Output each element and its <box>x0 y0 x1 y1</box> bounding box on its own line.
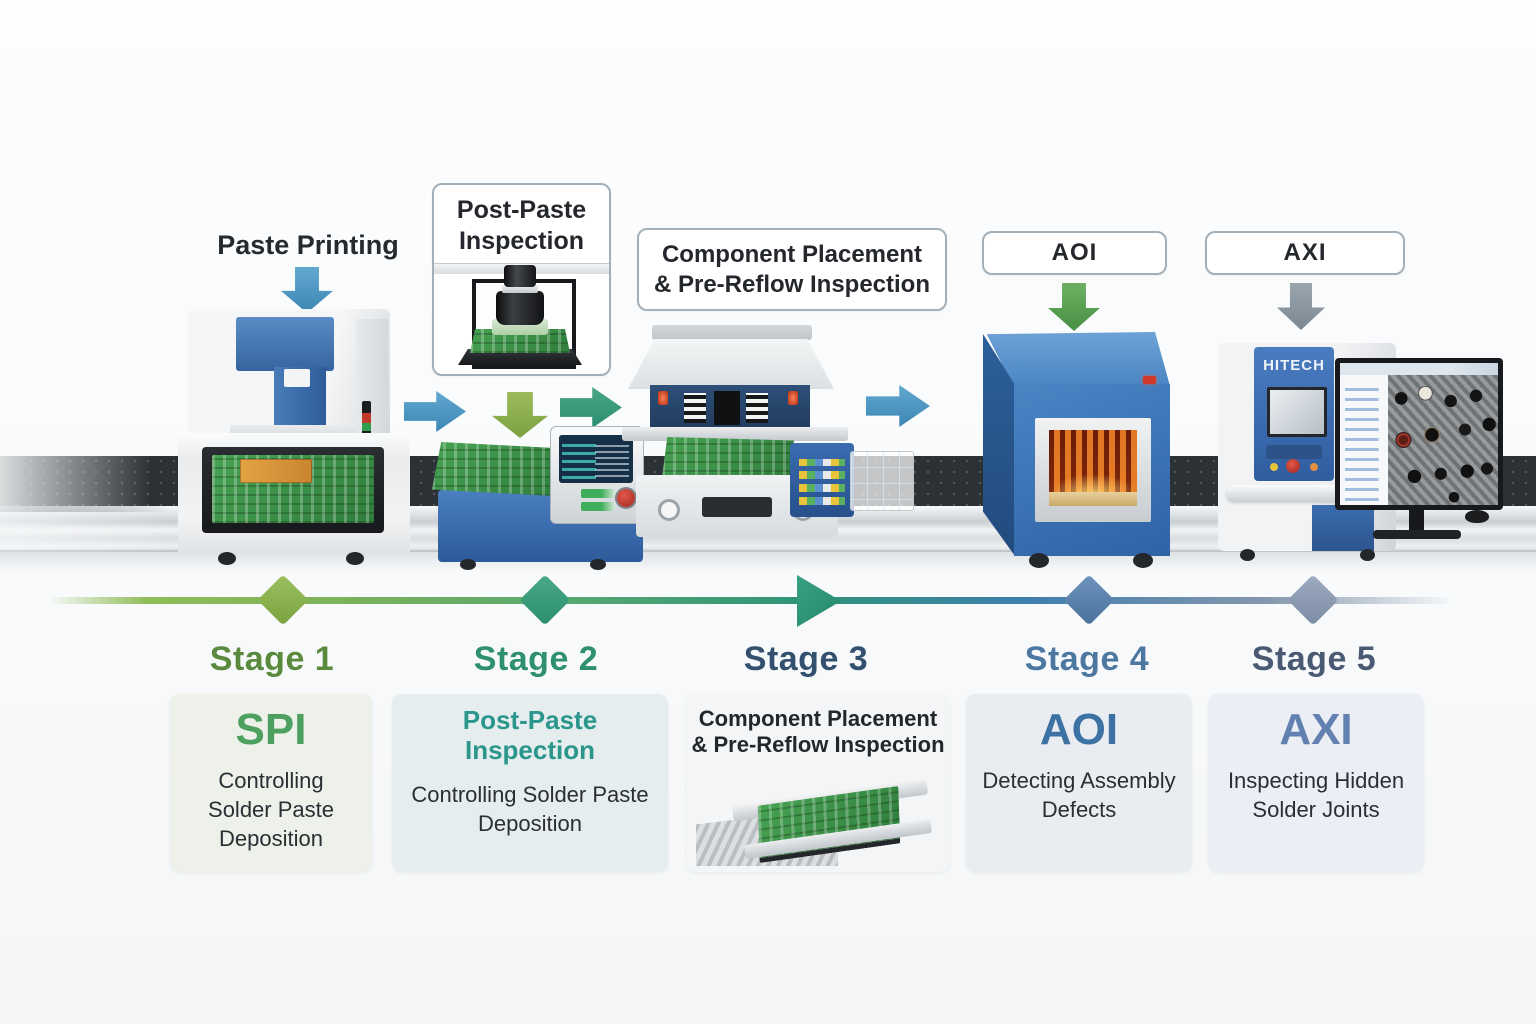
flow-arrow-down-axi-icon <box>1277 283 1325 330</box>
machine-paste-printer <box>178 305 410 567</box>
mouse <box>1465 510 1489 523</box>
machine-spi <box>432 420 648 570</box>
stage-4-label: Stage 4 <box>1024 640 1150 678</box>
post-paste-inspection-callout: Post-Paste Inspection <box>432 183 611 376</box>
axi-monitor <box>1335 358 1510 548</box>
timeline-marker-stage4 <box>1063 574 1115 626</box>
card-component-pcb-graphic <box>696 770 940 866</box>
post-paste-line2: Inspection <box>458 226 584 255</box>
flow-arrow-down-aoi-icon <box>1048 283 1100 331</box>
card-spi: SPI Controlling Solder Paste Deposition <box>170 694 372 872</box>
card-axi-body: Inspecting Hidden Solder Joints <box>1227 768 1405 823</box>
component-line2: & Pre-Reflow Inspection <box>653 270 931 298</box>
card-aoi: AOI Detecting Assembly Defects <box>966 694 1192 872</box>
paste-printing-label: Paste Printing <box>217 230 399 260</box>
timeline-marker-stage5 <box>1287 574 1339 626</box>
card-aoi-body: Detecting Assembly Defects <box>982 768 1176 823</box>
card-axi-title: AXI <box>1279 705 1353 754</box>
aoi-callout-label: AOI <box>1051 239 1098 267</box>
stage-2-label: Stage 2 <box>473 640 599 678</box>
component-placement-callout: Component Placement & Pre-Reflow Inspect… <box>637 228 947 311</box>
card-aoi-title: AOI <box>1039 705 1119 754</box>
card-post-paste-title-line2: Inspection <box>464 734 595 765</box>
stage-1-label: Stage 1 <box>209 640 335 678</box>
timeline-marker-stage3-arrow-icon <box>797 575 841 627</box>
card-post-paste-title-line1: Post-Paste <box>462 705 598 735</box>
timeline-line <box>48 597 1468 604</box>
spi-camera-graphic <box>434 265 609 371</box>
card-component-title-line1: Component Placement <box>698 706 938 731</box>
machine-aoi <box>975 332 1190 568</box>
component-line1: Component Placement <box>661 241 923 269</box>
axi-callout: AXI <box>1205 231 1405 275</box>
card-spi-title: SPI <box>235 705 307 754</box>
stage-5-label: Stage 5 <box>1251 640 1377 678</box>
timeline-marker-stage1 <box>257 574 309 626</box>
axi-callout-label: AXI <box>1283 239 1327 267</box>
card-spi-body: Controlling Solder Paste Deposition <box>208 768 334 852</box>
post-paste-line1: Post-Paste <box>456 196 587 224</box>
card-post-paste-body: Controlling Solder Paste Deposition <box>411 781 649 836</box>
machine-placement <box>622 325 914 553</box>
card-post-paste: Post-Paste Inspection Controlling Solder… <box>392 694 668 872</box>
stage-3-label: Stage 3 <box>743 640 869 678</box>
card-component-placement: Component Placement & Pre-Reflow Inspect… <box>686 694 950 872</box>
timeline-marker-stage2 <box>519 574 571 626</box>
card-axi: AXI Inspecting Hidden Solder Joints <box>1208 694 1424 872</box>
axi-brand-label: HITECH <box>1263 357 1325 374</box>
card-component-title-line2: & Pre-Reflow Inspection <box>691 732 945 758</box>
aoi-callout: AOI <box>982 231 1167 275</box>
